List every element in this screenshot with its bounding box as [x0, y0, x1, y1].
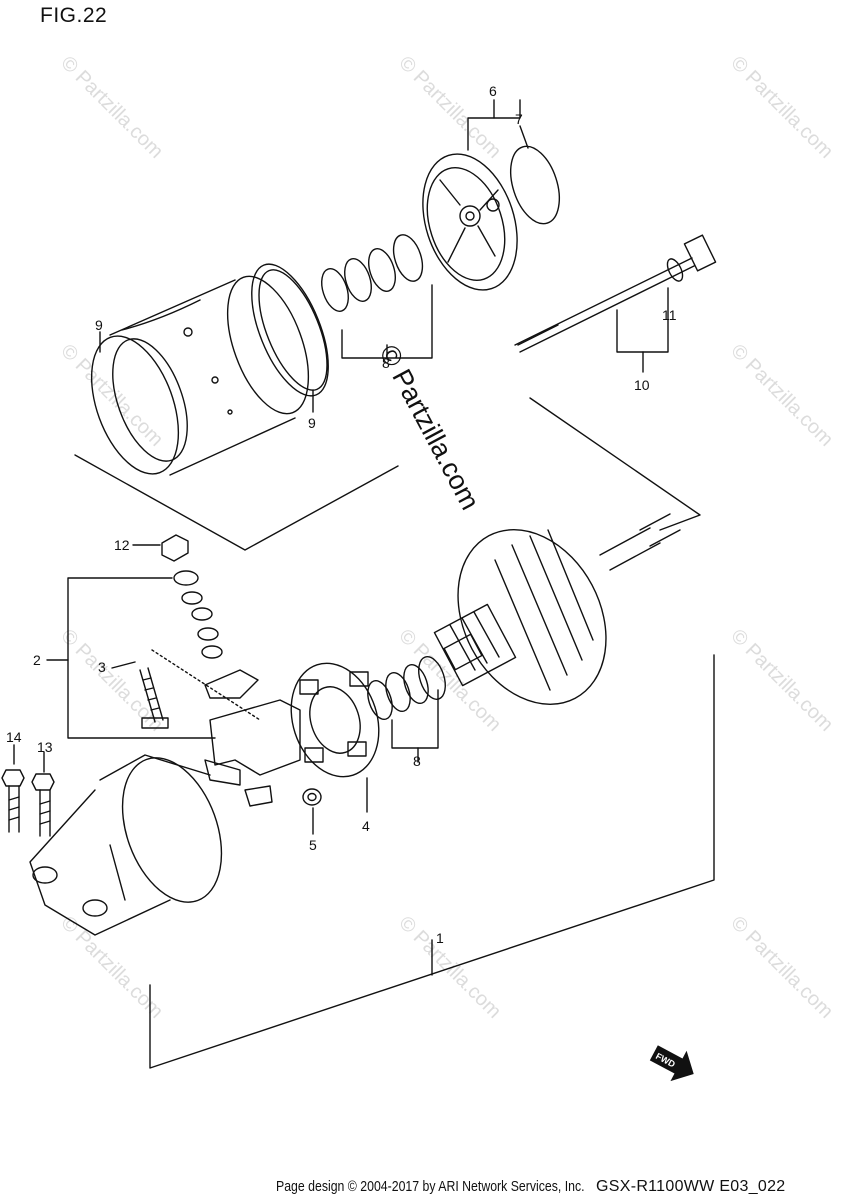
callout-8-upper: 8 — [382, 355, 390, 371]
callout-13: 13 — [37, 739, 53, 755]
callout-6: 6 — [489, 83, 497, 99]
callout-11: 11 — [662, 307, 677, 323]
o-ring-9 — [251, 263, 329, 397]
callout-1: 1 — [436, 930, 444, 946]
footer-model-code: GSX-R1100WW E03_022 — [596, 1178, 786, 1195]
terminal-bolt — [139, 667, 169, 729]
front-housing — [29, 754, 223, 936]
callout-14: 14 — [6, 729, 22, 745]
terminal-clip — [204, 669, 259, 699]
shim-set-upper — [321, 234, 424, 312]
brush-bracket — [204, 699, 301, 807]
callout-labels: 1 2 3 4 5 6 7 8 8 9 9 10 11 12 13 14 — [6, 83, 677, 946]
o-ring-9 — [258, 269, 328, 391]
shim-set-lower — [367, 656, 446, 721]
o-ring-7 — [509, 145, 561, 225]
callout-7: 7 — [515, 111, 523, 127]
callout-9-right: 9 — [308, 415, 316, 431]
yoke-housing — [90, 275, 310, 476]
callout-3: 3 — [98, 659, 106, 675]
terminal-washer-stack — [161, 534, 223, 659]
callout-10: 10 — [634, 377, 650, 393]
nut-5 — [302, 788, 322, 806]
figure-title: FIG.22 — [40, 4, 108, 27]
brush-holder — [290, 662, 380, 778]
upper-group-outline — [529, 397, 701, 531]
fwd-arrow-icon: FWD — [649, 1045, 694, 1082]
upper-group-outline — [74, 454, 399, 551]
end-cover — [422, 153, 518, 291]
bolt-14 — [1, 769, 25, 833]
callout-4: 4 — [362, 818, 370, 834]
callout-5: 5 — [309, 837, 317, 853]
armature — [433, 513, 681, 705]
callout-12: 12 — [114, 537, 130, 553]
footer-credit: Page design © 2004-2017 by ARI Network S… — [276, 1178, 585, 1195]
through-bolt — [514, 234, 717, 353]
callout-2: 2 — [33, 652, 41, 668]
bolt-13 — [31, 773, 55, 837]
callout-8-lower: 8 — [413, 753, 421, 769]
callout-9-left: 9 — [95, 317, 103, 333]
